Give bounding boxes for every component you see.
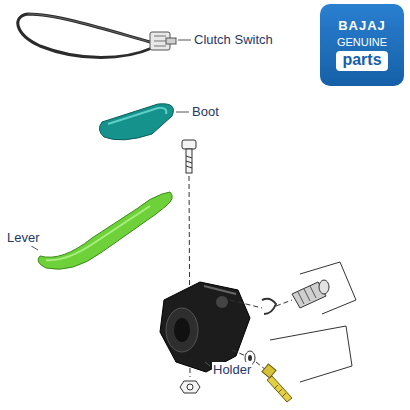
lock-clip — [262, 299, 276, 314]
boot — [99, 104, 173, 140]
leader-line — [205, 362, 210, 366]
leader-line — [178, 40, 191, 41]
assembly-line — [232, 350, 246, 356]
logo-text: BAJAJ — [338, 19, 386, 34]
assembly-line — [276, 300, 292, 306]
clutch-switch — [150, 32, 176, 50]
assembly-line — [230, 300, 262, 308]
leader-line — [176, 112, 189, 113]
lever — [38, 192, 172, 269]
group-bracket — [270, 326, 352, 382]
holder — [160, 282, 250, 372]
part-label: Lever — [6, 230, 41, 246]
boot-highlight — [108, 108, 166, 124]
switch-cable — [18, 14, 152, 58]
part-label: Clutch Switch — [193, 32, 274, 48]
part-label: Holder — [212, 362, 252, 378]
brand-logo: BAJAJ GENUINE parts — [320, 4, 404, 86]
group-bracket — [300, 262, 356, 314]
nut — [180, 381, 200, 393]
logo-text: parts — [336, 51, 387, 71]
pivot-bolt — [182, 140, 196, 173]
part-label: Boot — [191, 104, 220, 120]
mount-bolt — [262, 364, 292, 402]
logo-text: GENUINE — [337, 36, 387, 49]
cable-highlight — [28, 14, 150, 42]
lever-highlight — [46, 206, 150, 260]
adjuster-screw — [292, 280, 329, 308]
